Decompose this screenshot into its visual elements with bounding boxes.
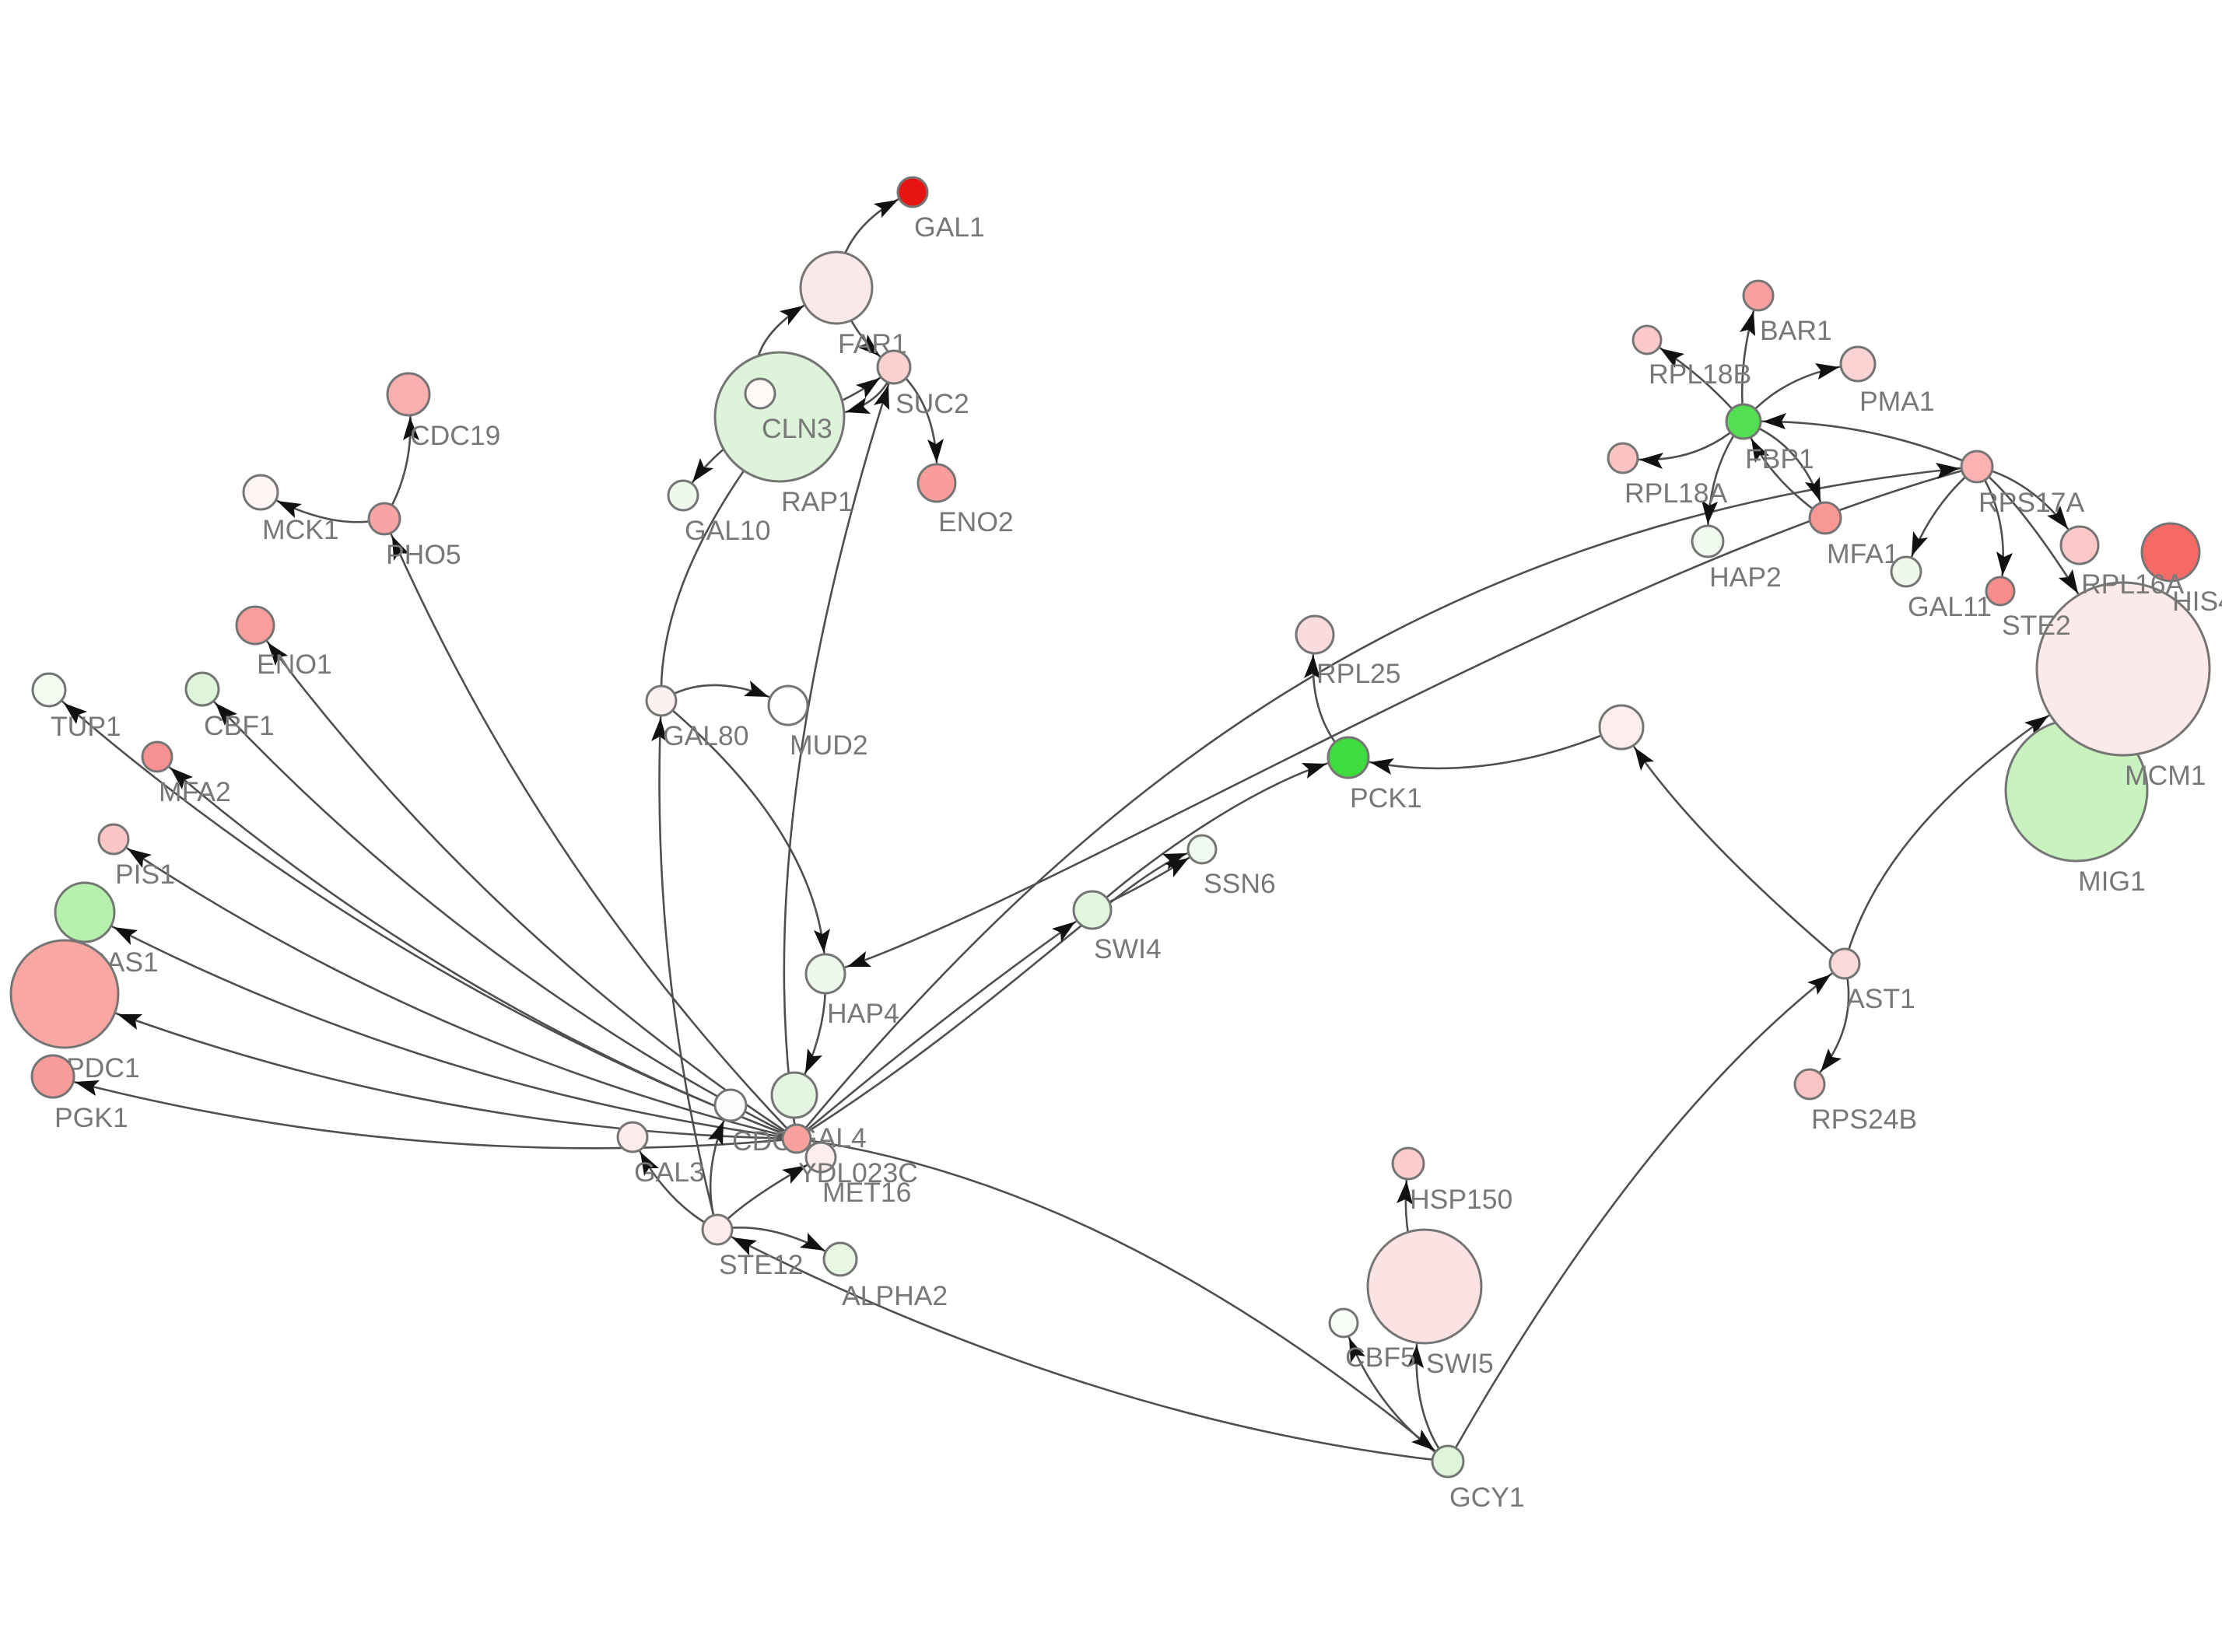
svg-text:BAR1: BAR1 xyxy=(1760,315,1832,346)
svg-text:PHO5: PHO5 xyxy=(386,539,461,570)
svg-text:GAL80: GAL80 xyxy=(663,720,749,751)
svg-text:RPS24B: RPS24B xyxy=(1811,1104,1917,1135)
svg-text:MFA2: MFA2 xyxy=(159,776,231,807)
svg-text:STE12: STE12 xyxy=(719,1249,804,1280)
svg-text:HAP4: HAP4 xyxy=(827,998,899,1029)
svg-text:SWI5: SWI5 xyxy=(1426,1348,1494,1379)
svg-text:YDL023C: YDL023C xyxy=(798,1157,918,1188)
svg-text:MIG1: MIG1 xyxy=(2078,866,2146,897)
svg-text:FBP1: FBP1 xyxy=(1745,443,1814,474)
svg-text:GCY1: GCY1 xyxy=(1449,1482,1525,1513)
svg-text:PIS1: PIS1 xyxy=(115,859,175,890)
svg-text:AST1: AST1 xyxy=(1846,983,1915,1014)
svg-text:RAP1: RAP1 xyxy=(781,486,853,517)
svg-text:GAL11: GAL11 xyxy=(1908,591,1992,622)
svg-text:MUD2: MUD2 xyxy=(790,730,868,761)
svg-text:HIS4: HIS4 xyxy=(2172,586,2222,617)
svg-text:SUC2: SUC2 xyxy=(895,388,969,419)
svg-text:GAL1: GAL1 xyxy=(914,212,985,243)
svg-text:GAL10: GAL10 xyxy=(685,515,771,546)
svg-text:RPL18A: RPL18A xyxy=(1624,478,1728,509)
svg-text:PDC1: PDC1 xyxy=(66,1052,140,1083)
svg-text:RPL16A: RPL16A xyxy=(2081,569,2185,600)
svg-text:CBF5: CBF5 xyxy=(1345,1342,1416,1373)
svg-text:HSP150: HSP150 xyxy=(1410,1184,1512,1215)
svg-text:ENO1: ENO1 xyxy=(257,649,332,680)
svg-text:SWI4: SWI4 xyxy=(1094,933,1162,964)
svg-text:PCK1: PCK1 xyxy=(1350,782,1422,814)
svg-text:TUP1: TUP1 xyxy=(51,711,121,742)
svg-text:MET16: MET16 xyxy=(822,1177,911,1208)
svg-text:ENO2: ENO2 xyxy=(938,506,1014,537)
svg-text:GAL3: GAL3 xyxy=(634,1157,705,1188)
svg-text:PMA1: PMA1 xyxy=(1859,386,1935,417)
svg-text:SSN6: SSN6 xyxy=(1204,868,1276,899)
svg-text:CDC19: CDC19 xyxy=(410,420,500,451)
svg-text:MCM1: MCM1 xyxy=(2125,760,2206,791)
svg-text:MFA1: MFA1 xyxy=(1827,538,1899,569)
svg-text:STE2: STE2 xyxy=(2002,610,2071,641)
svg-text:HAP2: HAP2 xyxy=(1709,562,1782,593)
svg-text:CBF1: CBF1 xyxy=(204,710,275,741)
svg-text:PGK1: PGK1 xyxy=(54,1102,128,1133)
svg-text:MCK1: MCK1 xyxy=(262,514,339,545)
svg-text:RPS17A: RPS17A xyxy=(1978,487,2084,518)
svg-text:RPL25: RPL25 xyxy=(1316,658,1401,689)
svg-text:ALPHA2: ALPHA2 xyxy=(842,1280,948,1311)
svg-text:CLN3: CLN3 xyxy=(762,413,832,444)
svg-text:RPL18B: RPL18B xyxy=(1649,359,1751,390)
